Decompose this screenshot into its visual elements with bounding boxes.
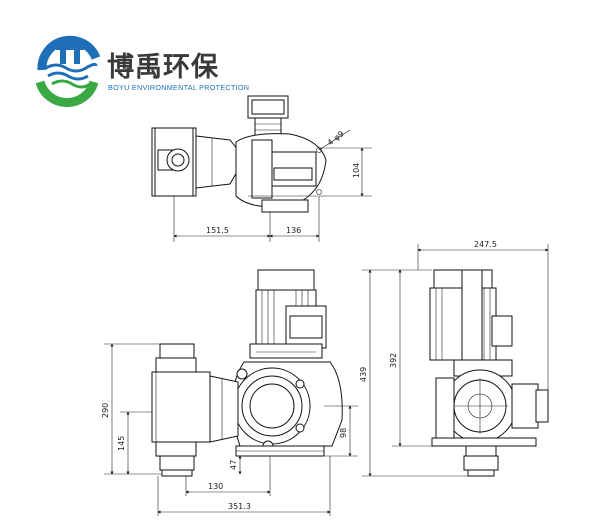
dim-side-width: 247.5: [474, 240, 497, 249]
front-view: 290 145 47 98 130 351.3: [101, 269, 358, 516]
dim-front-base-offset: 130: [208, 482, 223, 491]
company-name-cn: 博禹环保: [107, 51, 219, 83]
dim-top-width-right: 136: [286, 226, 301, 235]
top-view: 151.5 136 104 4-φ9: [151, 95, 372, 242]
dim-front-total-width: 351.3: [228, 502, 251, 511]
dim-side-motor-height: 392: [389, 353, 398, 368]
dim-front-inlet-height: 145: [117, 436, 126, 451]
dim-front-foot-height: 47: [229, 460, 238, 470]
dim-top-holes: 4-φ9: [326, 129, 346, 147]
dim-front-axis-height: 98: [339, 428, 348, 438]
dim-side-total-height: 439: [359, 367, 368, 382]
side-view: 247.5 439 392: [359, 240, 549, 477]
dim-top-height: 104: [352, 163, 361, 178]
boyu-wave-logo-icon: [35, 35, 101, 108]
company-name-en: BOYU ENVIRONMENTAL PROTECTION: [108, 83, 249, 92]
dim-top-width-left: 151.5: [206, 226, 229, 235]
company-logo: 博禹环保 BOYU ENVIRONMENTAL PROTECTION: [35, 35, 249, 108]
dim-front-outlet-height: 290: [101, 403, 110, 418]
